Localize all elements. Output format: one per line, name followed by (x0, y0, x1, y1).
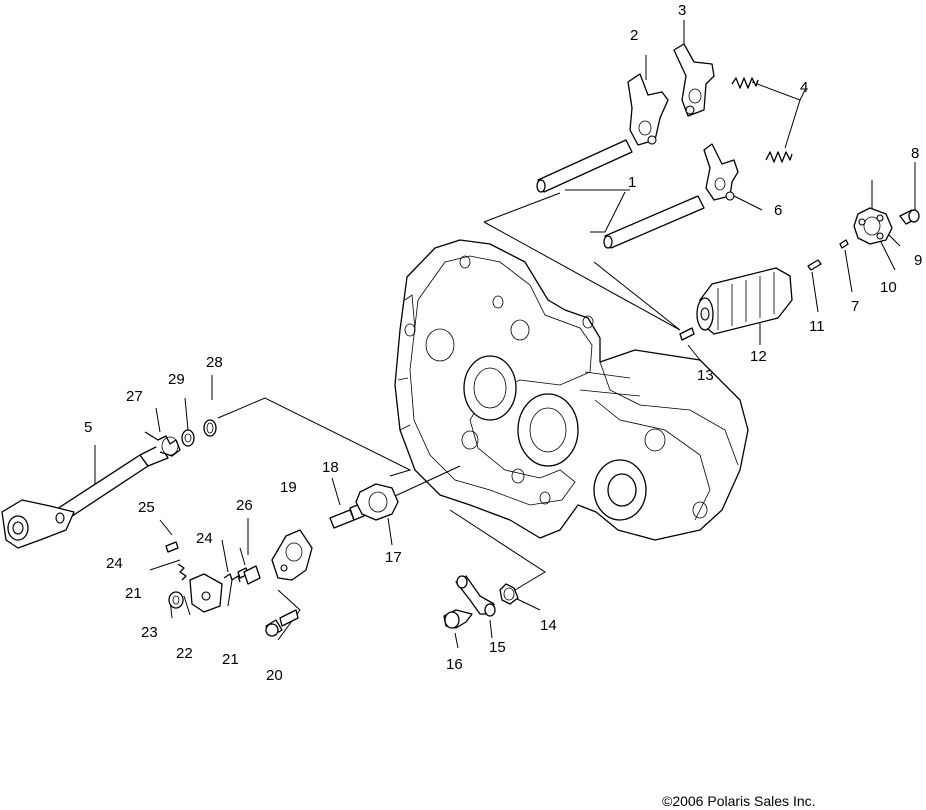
spring-21a (177, 563, 187, 581)
spring-lower (765, 151, 793, 163)
callout-1: 1 (628, 174, 636, 191)
callout-23: 23 (141, 624, 158, 641)
callout-10: 10 (880, 279, 897, 296)
star-plate (853, 207, 893, 245)
pin-11 (807, 259, 822, 271)
shift-fork-2 (627, 73, 669, 146)
cam-plate (271, 529, 313, 581)
shift-fork-6 (703, 143, 739, 201)
spring-upper (731, 77, 759, 89)
callout-27: 27 (126, 388, 143, 405)
callout-12: 12 (750, 348, 767, 365)
callout-21a: 21 (125, 585, 142, 602)
shift-drum (679, 267, 793, 341)
callout-3: 3 (678, 2, 686, 19)
copyright-notice: ©2006 Polaris Sales Inc. (662, 793, 816, 809)
callout-13: 13 (697, 367, 714, 384)
callout-5: 5 (84, 419, 92, 436)
callout-9: 9 (914, 252, 922, 269)
snap-ring-28 (203, 419, 217, 437)
bushing-23 (168, 591, 184, 609)
shift-lever (189, 573, 223, 613)
pin-25 (165, 541, 179, 553)
callout-22: 22 (176, 645, 193, 662)
callout-labels: 1 2 3 4 5 6 7 8 9 10 11 12 13 14 15 16 1… (84, 2, 922, 684)
callout-26: 26 (236, 497, 253, 514)
callout-20: 20 (266, 667, 283, 684)
callout-14: 14 (540, 617, 557, 634)
callout-25: 25 (138, 499, 155, 516)
crankcase (394, 239, 749, 541)
shift-shaft (1, 444, 169, 549)
leader-lines (94, 20, 916, 649)
callout-24b: 24 (196, 530, 213, 547)
callout-24a: 24 (106, 555, 123, 572)
spring-14 (499, 583, 519, 605)
bolt-20 (265, 609, 299, 637)
washer-29 (181, 429, 195, 447)
bolt-16 (443, 609, 473, 629)
callout-16: 16 (446, 656, 463, 673)
callout-21b: 21 (222, 651, 239, 668)
callout-28: 28 (206, 354, 223, 371)
shift-rail-lower (603, 195, 705, 249)
shift-rail-upper (536, 139, 633, 193)
screw-8 (899, 209, 920, 225)
callout-19: 19 (280, 479, 297, 496)
callout-29: 29 (168, 371, 185, 388)
shift-fork-3 (673, 43, 715, 117)
callout-7: 7 (851, 298, 859, 315)
oil-seal (355, 483, 399, 521)
callout-6: 6 (774, 202, 782, 219)
callout-2: 2 (630, 27, 638, 44)
spring-21b (223, 573, 241, 583)
roller-26 (243, 565, 261, 585)
callout-15: 15 (489, 639, 506, 656)
callout-8: 8 (911, 145, 919, 162)
pin-7 (839, 239, 849, 249)
callout-17: 17 (385, 549, 402, 566)
lower-arm (455, 575, 496, 617)
callout-18: 18 (322, 459, 339, 476)
callout-11: 11 (809, 318, 825, 335)
return-spring (144, 431, 181, 457)
callout-4: 4 (800, 79, 808, 96)
